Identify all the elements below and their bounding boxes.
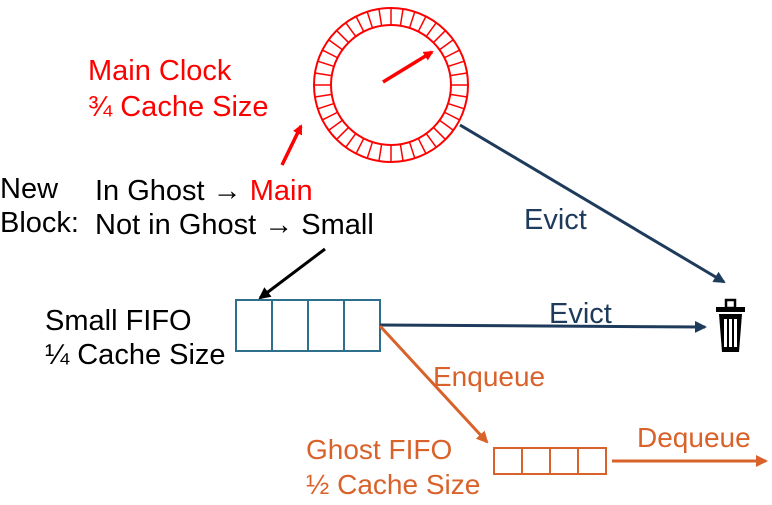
small-evict-label: Evict [549,298,612,330]
new-block-rule-ghost-prefix: In Ghost → [95,175,250,207]
main-clock-label-line1: Main Clock [88,55,232,87]
main-clock-slot-divider [439,119,454,131]
main-clock-slot-divider [336,30,350,44]
main-clock-slot-divider [328,119,343,131]
arrow-small-evict [379,320,707,333]
main-clock-slot-divider [399,8,404,26]
main-clock-slot-divider [439,39,454,51]
arrow-enqueue [378,324,489,444]
trash-icon [716,298,745,352]
main-clock-slot-divider [408,11,416,29]
main-clock-slot-divider [336,126,350,140]
main-clock-slot-divider [366,11,374,29]
main-clock [313,7,469,163]
arrow-to-main-clock [280,124,303,166]
main-clock-slot-divider [328,39,343,51]
new-block-label-line1: New [0,173,59,205]
main-clock-slot-divider [447,102,465,110]
main-clock-slot-divider [378,8,383,26]
main-clock-slot-divider [345,22,357,37]
ghost-fifo-label-line2: ½ Cache Size [306,469,480,500]
small-fifo-cells [271,300,345,351]
dequeue-label: Dequeue [637,422,751,453]
ghost-fifo-label-line1: Ghost FIFO [306,434,452,465]
arrow-to-small-fifo [258,247,326,300]
new-block-rule-ghost-target: Main [250,175,313,207]
main-clock-slot-divider [408,141,416,159]
main-clock-slot-divider [444,49,460,59]
new-block-rule-ghost: In Ghost → Main [95,175,313,207]
main-clock-slot-divider [378,144,383,162]
main-clock-slot-divider [425,22,437,37]
main-clock-slot-divider [417,16,427,32]
clock-evict-label: Evict [524,204,587,236]
new-block-label-line2: Block: [0,207,79,239]
main-clock-inner-ring [330,24,452,146]
main-clock-slot-divider [444,111,460,121]
small-fifo-label-line1: Small FIFO [45,305,192,337]
main-clock-slot-divider [425,133,437,148]
main-clock-slot-divider [432,126,446,140]
main-clock-slot-divider [432,30,446,44]
arrow-clock-evict [459,123,726,284]
main-clock-slot-divider [317,102,335,110]
ghost-fifo-cells [521,448,579,474]
main-clock-slot-divider [447,60,465,68]
main-clock-slot-divider [317,60,335,68]
main-clock-slot-divider [322,111,338,121]
main-clock-slot-divider [450,72,468,77]
small-fifo-label-line2: ¼ Cache Size [45,339,226,371]
main-clock-slot-divider [314,93,332,98]
small-fifo [235,299,381,352]
main-clock-slot-divider [355,16,365,32]
main-clock-slot-divider [450,93,468,98]
main-clock-slot-divider [399,144,404,162]
main-clock-label-line2: ¾ Cache Size [88,91,269,123]
main-clock-slot-divider [322,49,338,59]
new-block-rule-small: Not in Ghost → Small [95,209,374,241]
main-clock-slot-divider [417,138,427,154]
main-clock-slot-divider [366,141,374,159]
main-clock-slot-divider [345,133,357,148]
main-clock-slot-divider [355,138,365,154]
main-clock-hand [382,50,434,84]
main-clock-slot-divider [314,72,332,77]
enqueue-label: Enqueue [433,361,545,392]
ghost-fifo [493,447,607,475]
main-clock-slots [314,8,468,162]
